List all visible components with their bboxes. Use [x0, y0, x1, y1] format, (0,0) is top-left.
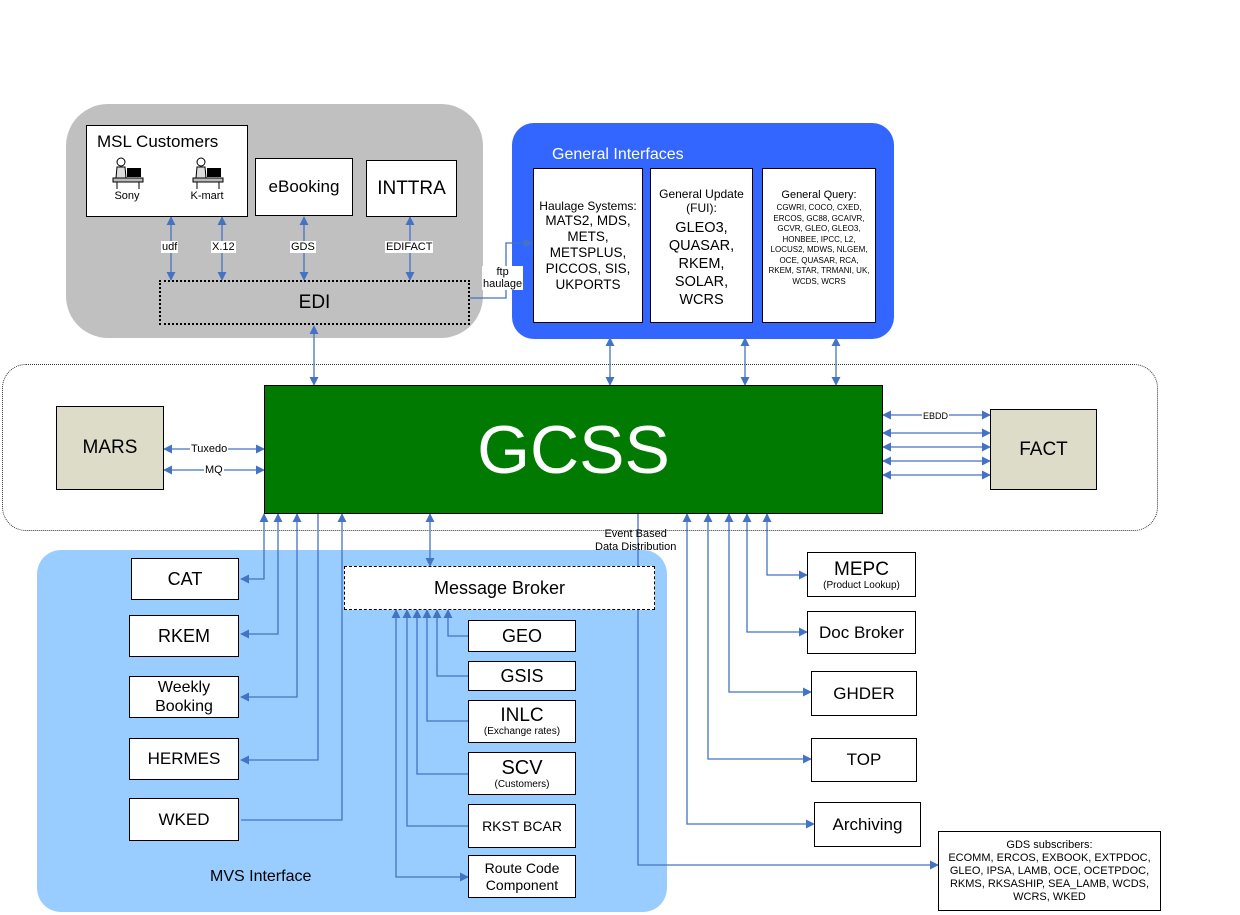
- event-connector-lower: [637, 610, 939, 870]
- edifact-label: EDIFACT: [385, 241, 434, 253]
- gcss-boundary: [2, 364, 1158, 531]
- gds-label: GDS: [290, 241, 316, 253]
- haulage-items: MATS2, MDS, METS, METSPLUS, PICCOS, SIS,…: [545, 212, 631, 292]
- message-broker-box: Message Broker: [344, 566, 655, 610]
- haulage-systems-box: Haulage Systems: MATS2, MDS, METS, METSP…: [533, 168, 643, 323]
- msl-customers-box: MSL Customers Sony K-mart: [86, 125, 248, 217]
- route-code-box: Route Code Component: [468, 855, 576, 898]
- wked-box: WKED: [129, 798, 239, 841]
- x12-label: X.12: [211, 241, 236, 253]
- sony-label: Sony: [114, 190, 140, 202]
- top-box: TOP: [811, 738, 917, 782]
- rkem-connector: [240, 513, 283, 639]
- top-connector: [703, 513, 812, 764]
- cat-box: CAT: [131, 558, 239, 600]
- archiving-box: Archiving: [814, 802, 921, 847]
- mq-label: MQ: [204, 464, 224, 476]
- doc-broker-connector: [742, 513, 808, 637]
- hermes-connector: [240, 514, 319, 765]
- scv-box: SCV (Customers): [468, 752, 576, 795]
- doc-broker-box: Doc Broker: [807, 611, 916, 654]
- gds-subscribers-box: GDS subscribers: ECOMM, ERCOS, EXBOOK, E…: [938, 831, 1161, 911]
- computer-user-icon: [112, 157, 144, 189]
- general-update-box: General Update (FUI): GLEO3, QUASAR, RKE…: [650, 168, 753, 323]
- event-label: Event Based Data Distribution: [595, 528, 677, 553]
- mepc-connector: [762, 513, 808, 580]
- cat-connector: [240, 513, 269, 584]
- weekly-booking-box: Weekly Booking: [129, 676, 239, 718]
- query-items: CGWRI, COCO, CXED, ERCOS, GC88, GCAIVR, …: [768, 203, 870, 286]
- inlc-title: INLC: [500, 705, 544, 726]
- ghder-connector: [724, 513, 812, 697]
- gds-subscribers-heading: GDS subscribers:: [1006, 838, 1093, 851]
- gsis-box: GSIS: [468, 661, 576, 691]
- query-heading: General Query:: [781, 189, 857, 201]
- computer-user-icon: [192, 157, 224, 189]
- update-heading: General Update (FUI):: [659, 187, 744, 215]
- weekly-booking-connector: [240, 513, 302, 702]
- rkem-box: RKEM: [129, 615, 239, 657]
- mars-box: MARS: [56, 406, 164, 490]
- geo-box: GEO: [468, 620, 576, 652]
- tuxedo-label: Tuxedo: [190, 443, 229, 455]
- haulage-heading: Haulage Systems:: [539, 198, 637, 213]
- mepc-box: MEPC (Product Lookup): [807, 552, 916, 597]
- inlc-box: INLC (Exchange rates): [468, 700, 576, 743]
- rkst-bcar-box: RKST BCAR: [468, 804, 576, 848]
- archiving-connector: [682, 513, 815, 829]
- msl-customers-title: MSL Customers: [97, 132, 219, 151]
- ftp-haulage-label: ftp haulage: [482, 266, 524, 290]
- fact-box: FACT: [990, 409, 1097, 490]
- scv-subtitle: (Customers): [494, 778, 550, 790]
- gsis-connector: [432, 609, 468, 677]
- scv-connector: [412, 609, 468, 775]
- ghder-box: GHDER: [811, 671, 917, 716]
- udf-label: udf: [161, 241, 179, 253]
- ebooking-box: eBooking: [255, 158, 353, 216]
- general-query-box: General Query: CGWRI, COCO, CXED, ERCOS,…: [762, 168, 876, 323]
- gds-subscribers-items: ECOMM, ERCOS, EXBOOK, EXTPDOC, GLEO, IPS…: [948, 851, 1151, 903]
- route-connector: [391, 609, 469, 882]
- inttra-box: INTTRA: [366, 160, 457, 217]
- kmart-label: K-mart: [190, 190, 224, 202]
- mvs-title: MVS Interface: [210, 868, 312, 885]
- mepc-title: MEPC: [834, 558, 889, 580]
- scv-title: SCV: [501, 756, 543, 779]
- general-interfaces-title: General Interfaces: [552, 146, 684, 163]
- geo-connector: [443, 609, 468, 637]
- gcss-box: GCSS: [264, 385, 883, 514]
- ebdd-label: EBDD: [922, 410, 950, 422]
- inlc-subtitle: (Exchange rates): [483, 726, 561, 737]
- mepc-subtitle: (Product Lookup): [823, 579, 900, 591]
- wked-connector: [241, 513, 347, 821]
- edi-box: EDI: [159, 280, 470, 325]
- hermes-box: HERMES: [129, 738, 239, 780]
- update-items: GLEO3, QUASAR, RKEM, SOLAR, WCRS: [668, 220, 735, 308]
